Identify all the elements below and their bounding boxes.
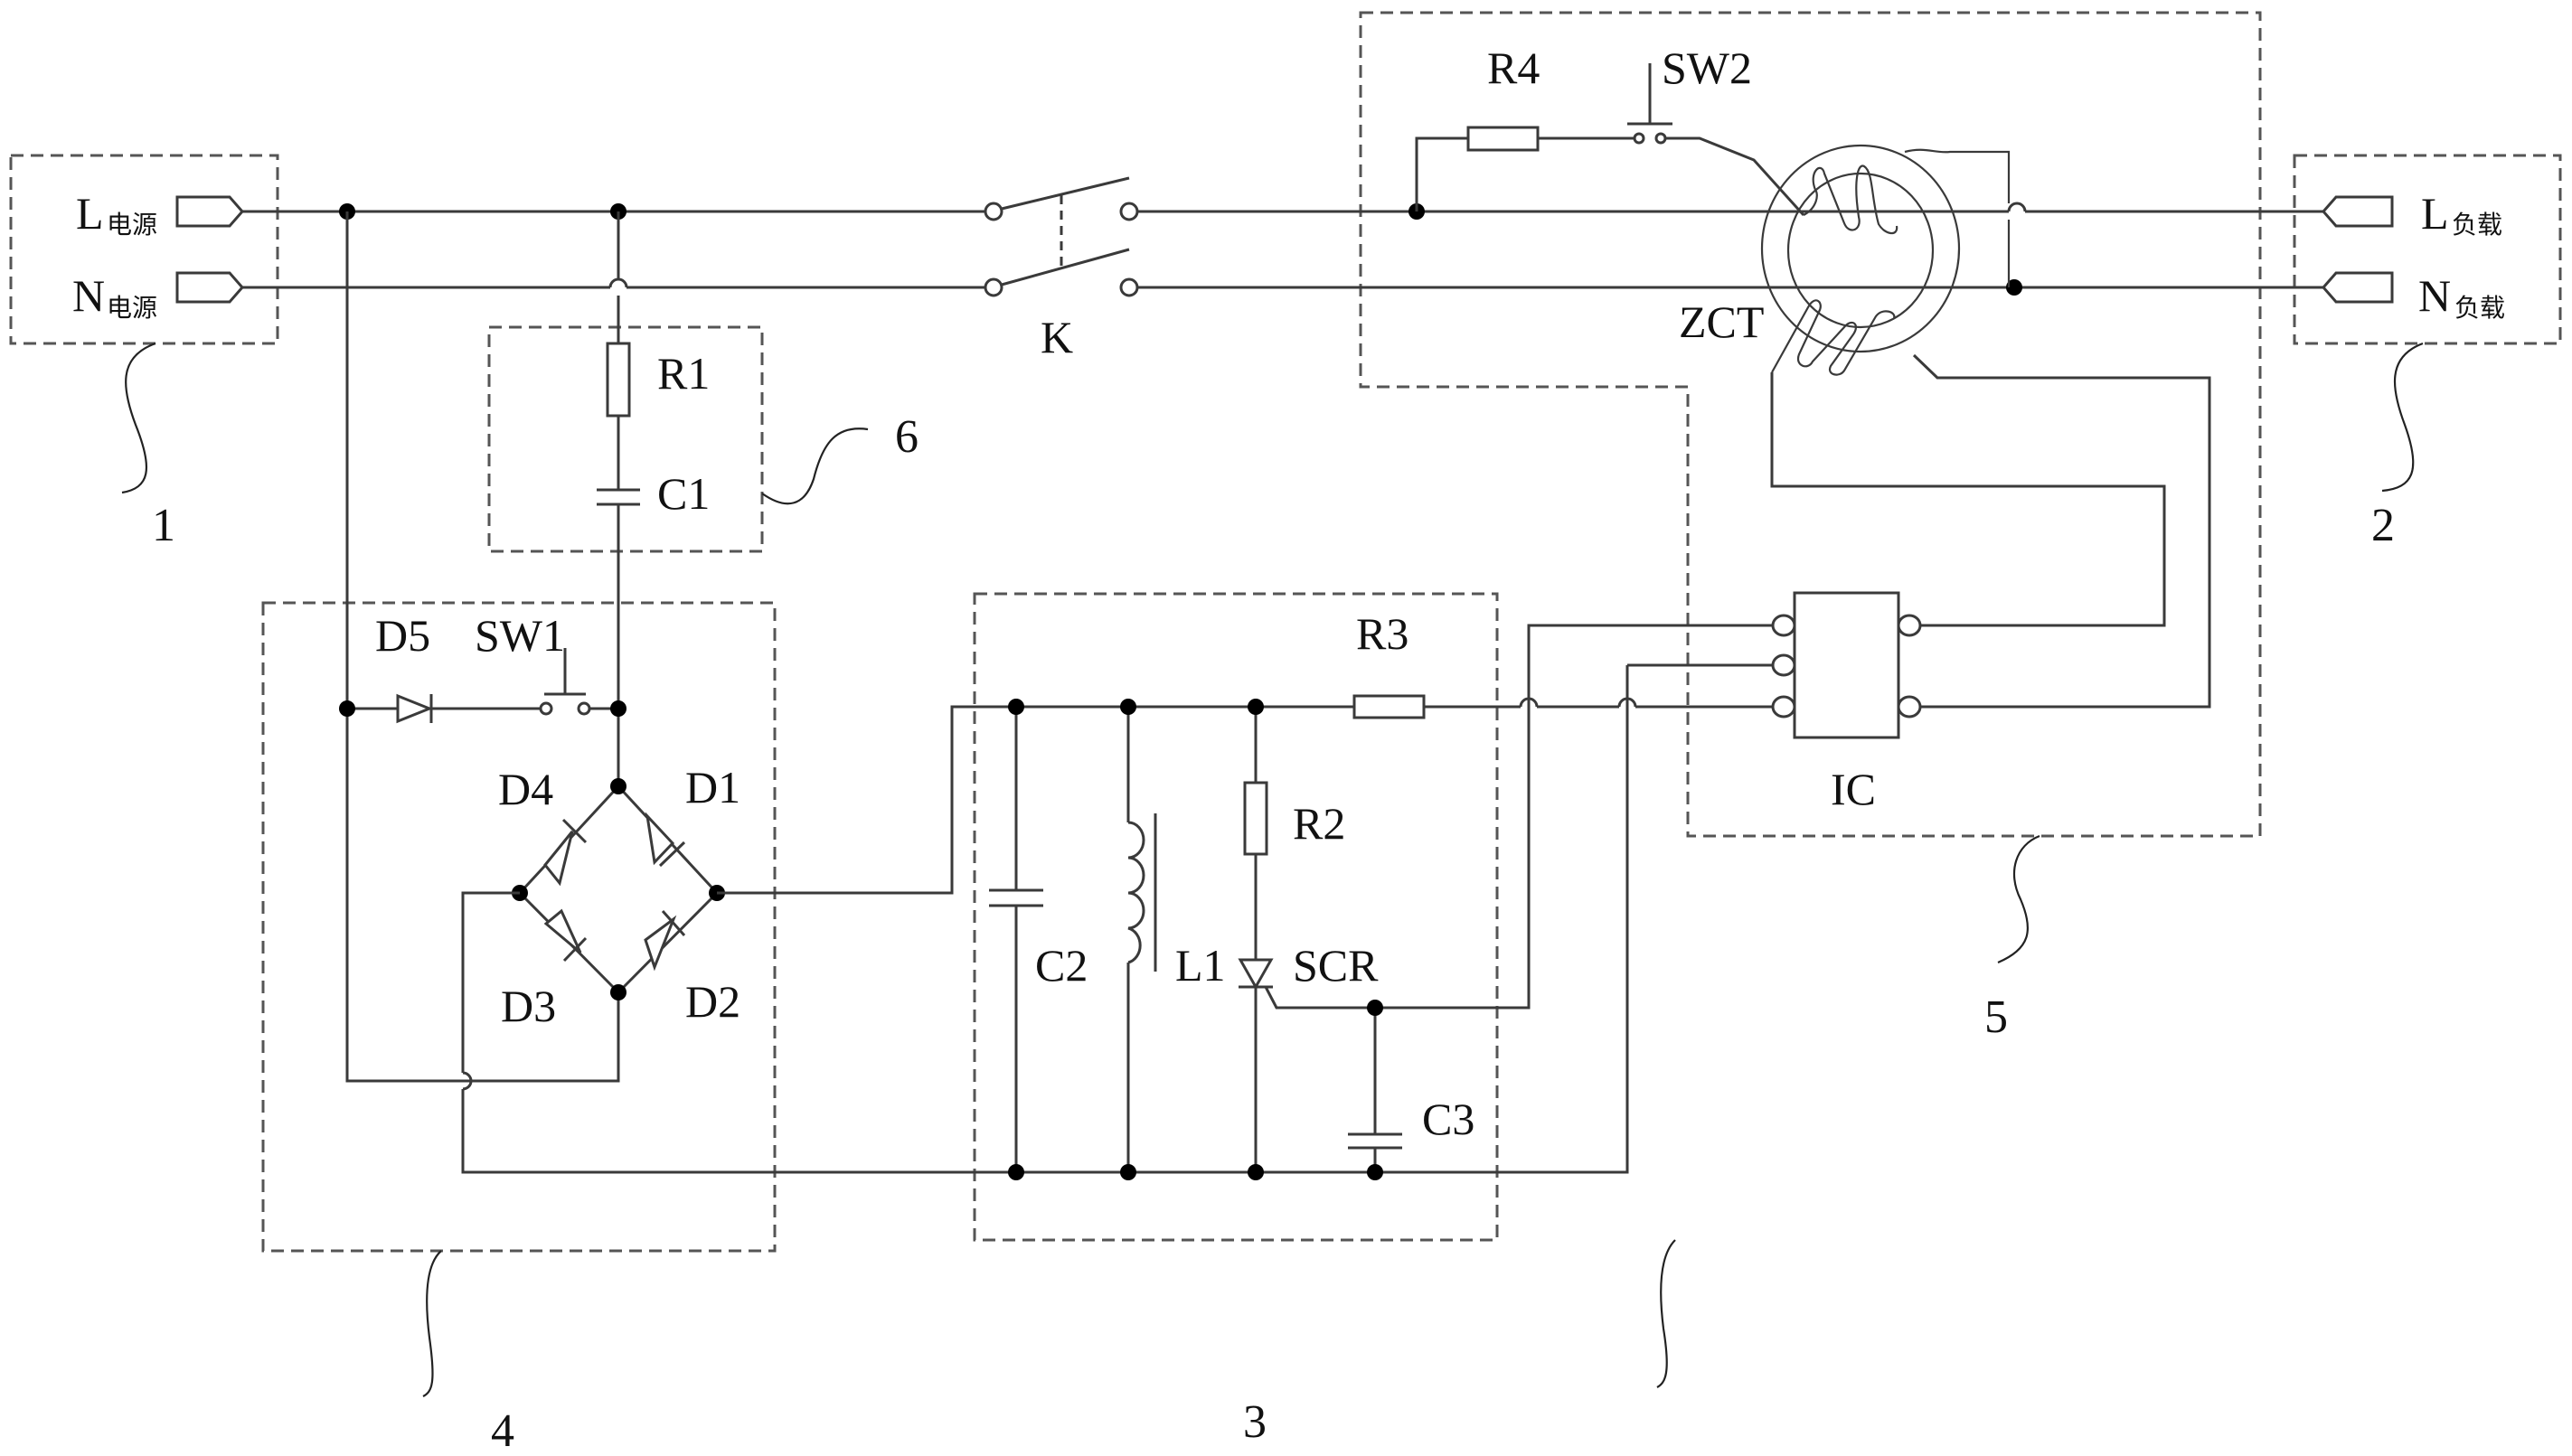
diode-D2 bbox=[644, 910, 686, 972]
label-K: K bbox=[1041, 312, 1073, 362]
junction-dot bbox=[1248, 1164, 1264, 1180]
junction-dot bbox=[339, 700, 355, 717]
junction-dot bbox=[610, 700, 627, 717]
label-C3: C3 bbox=[1422, 1094, 1474, 1144]
label-R4: R4 bbox=[1487, 42, 1540, 93]
label-source-L-sub: 电源 bbox=[107, 210, 157, 240]
wire-L-jumper-hop bbox=[2007, 202, 2027, 212]
diode-D3 bbox=[543, 908, 588, 963]
module-2-box bbox=[2293, 154, 2562, 345]
label-D1: D1 bbox=[685, 762, 740, 813]
label-D3: D3 bbox=[501, 981, 556, 1031]
module-5-box bbox=[1359, 11, 2262, 838]
label-R2: R2 bbox=[1293, 798, 1345, 849]
leader-4 bbox=[422, 1250, 442, 1397]
junction-dot bbox=[1008, 1164, 1024, 1180]
terminal-source-N bbox=[175, 271, 244, 304]
label-D5: D5 bbox=[375, 610, 430, 661]
label-IC: IC bbox=[1831, 764, 1876, 814]
module-number-2: 2 bbox=[2371, 500, 2395, 551]
label-load-L: L bbox=[2421, 188, 2449, 239]
label-SCR: SCR bbox=[1293, 940, 1379, 991]
junction-dot bbox=[1120, 1164, 1136, 1180]
label-load-N: N bbox=[2418, 270, 2451, 321]
resistor-R1 bbox=[606, 342, 631, 418]
module-6-box bbox=[487, 325, 764, 553]
diode-D4 bbox=[543, 818, 588, 887]
label-L1: L1 bbox=[1175, 940, 1226, 991]
junction-dot bbox=[610, 984, 627, 1000]
label-C2: C2 bbox=[1035, 940, 1088, 991]
junction-dot bbox=[610, 778, 627, 794]
capacitor-C2 bbox=[989, 888, 1043, 907]
leader-3 bbox=[1656, 1239, 1676, 1388]
wire-N-hop-R1 bbox=[608, 277, 628, 288]
label-D2: D2 bbox=[685, 976, 740, 1027]
wire-IC-to-ZCT-2 bbox=[1912, 353, 2211, 709]
leader-2 bbox=[2381, 342, 2424, 493]
switch-SW2 bbox=[1627, 63, 1805, 217]
label-load-N-sub: 负载 bbox=[2454, 293, 2505, 323]
capacitor-C3 bbox=[1348, 1132, 1402, 1150]
terminal-load-L bbox=[2322, 195, 2394, 228]
capacitor-C1 bbox=[597, 488, 640, 506]
label-source-N-sub: 电源 bbox=[107, 293, 157, 323]
junction-dot bbox=[1367, 1000, 1383, 1016]
label-ZCT: ZCT bbox=[1679, 296, 1764, 347]
terminal-load-N bbox=[2322, 271, 2394, 304]
junction-dot bbox=[1248, 699, 1264, 715]
wire-L-to-D5 bbox=[345, 211, 620, 1083]
module-number-1: 1 bbox=[152, 500, 175, 551]
resistor-R2 bbox=[1243, 781, 1268, 856]
resistor-R3 bbox=[1352, 694, 1426, 719]
module-number-3: 3 bbox=[1243, 1396, 1267, 1448]
wire-IC-to-ZCT-1 bbox=[1770, 372, 2166, 627]
leader-5 bbox=[1997, 834, 2040, 964]
ic-pins bbox=[1771, 614, 1922, 719]
module-number-4: 4 bbox=[491, 1405, 514, 1456]
module-number-6: 6 bbox=[895, 411, 919, 463]
leader-6 bbox=[761, 427, 869, 505]
wire-bridge-positive bbox=[717, 705, 1016, 895]
label-D4: D4 bbox=[498, 764, 553, 814]
switch-SW1 bbox=[539, 648, 618, 716]
inductor-L1 bbox=[1127, 813, 1157, 972]
label-source-L: L bbox=[76, 188, 104, 239]
label-load-L-sub: 负载 bbox=[2452, 210, 2502, 240]
label-SW1: SW1 bbox=[475, 610, 565, 661]
diode-D1 bbox=[645, 812, 686, 868]
switch-K bbox=[984, 176, 1139, 297]
module-number-5: 5 bbox=[1984, 991, 2008, 1043]
label-source-N: N bbox=[72, 270, 105, 321]
resistor-R4 bbox=[1466, 126, 1540, 152]
leader-1 bbox=[121, 342, 156, 494]
module-1-box bbox=[9, 154, 279, 345]
wire-hop bbox=[462, 1071, 473, 1091]
thyristor-SCR bbox=[1238, 958, 1375, 1010]
wire-gate-to-IC bbox=[1375, 624, 1788, 1010]
diode-D5 bbox=[396, 693, 434, 724]
junction-dot bbox=[1120, 699, 1136, 715]
zero-sequence-current-transformer bbox=[1760, 144, 2011, 376]
junction-dot bbox=[2006, 279, 2022, 296]
wire-ground-to-IC bbox=[1625, 663, 1788, 1172]
label-C1: C1 bbox=[657, 468, 710, 519]
label-R1: R1 bbox=[657, 348, 710, 399]
bridge-rectifier bbox=[518, 784, 719, 994]
junction-dot bbox=[1367, 1164, 1383, 1180]
module-4-box bbox=[261, 601, 777, 1253]
terminal-source-L bbox=[175, 195, 244, 228]
ic-chip bbox=[1793, 591, 1900, 739]
label-SW2: SW2 bbox=[1662, 42, 1752, 93]
wire-R4 bbox=[1415, 136, 1468, 211]
label-R3: R3 bbox=[1356, 608, 1408, 659]
junction-dot bbox=[1008, 699, 1024, 715]
module-3-box bbox=[973, 592, 1499, 1242]
